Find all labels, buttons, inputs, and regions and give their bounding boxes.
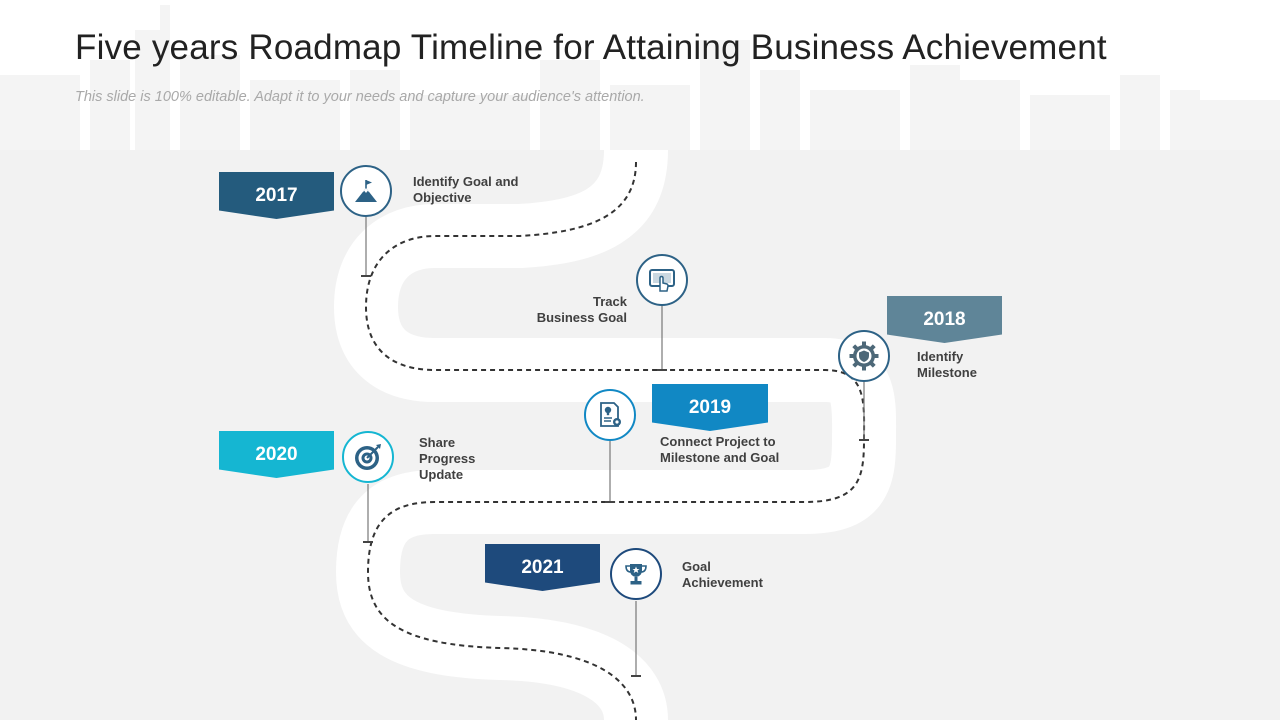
milestone-label-2019: Connect Project to Milestone and Goal [660,434,780,465]
page-title: Five years Roadmap Timeline for Attainin… [75,28,1107,67]
roadmap-area [0,150,1280,720]
tick-2020 [363,541,373,543]
tick-2019 [605,501,615,503]
year-banner-2019: 2019 [652,384,768,431]
city-skyline-watermark [0,5,1280,160]
milestone-icon-2019 [584,389,636,441]
milestone-label-2021: Goal Achievement [682,559,763,590]
trophy-icon [625,564,647,585]
header: Five years Roadmap Timeline for Attainin… [0,0,1280,160]
tick-2017 [361,275,371,277]
milestone-label-2018: Identify Milestone [917,349,977,380]
touch-screen-icon [649,269,675,292]
page-subtitle: This slide is 100% editable. Adapt it to… [75,89,645,105]
milestone-label-track: Track Business Goal [536,294,627,325]
year-banner-2017: 2017 [219,172,334,219]
milestone-icon-2018 [838,330,890,382]
tick-track [657,369,667,371]
milestone-label-2020: Share Progress Update [419,435,476,482]
year-banner-2018: 2018 [887,296,1002,343]
milestone-icon-track [636,254,688,306]
milestone-icon-2021 [610,548,662,600]
year-banner-2020: 2020 [219,431,334,478]
shield-gear-icon [849,341,879,371]
dashed-route [364,161,866,720]
tick-2021 [631,675,641,677]
idea-document-icon [600,402,621,427]
tick-2018 [859,439,869,441]
milestone-icon-2020 [342,431,394,483]
milestone-icon-2017 [340,165,392,217]
year-banner-2021: 2021 [485,544,600,591]
milestone-label-2017: Identify Goal and Objective [413,174,519,205]
target-icon [355,444,381,470]
mountain-flag-icon [355,180,377,202]
